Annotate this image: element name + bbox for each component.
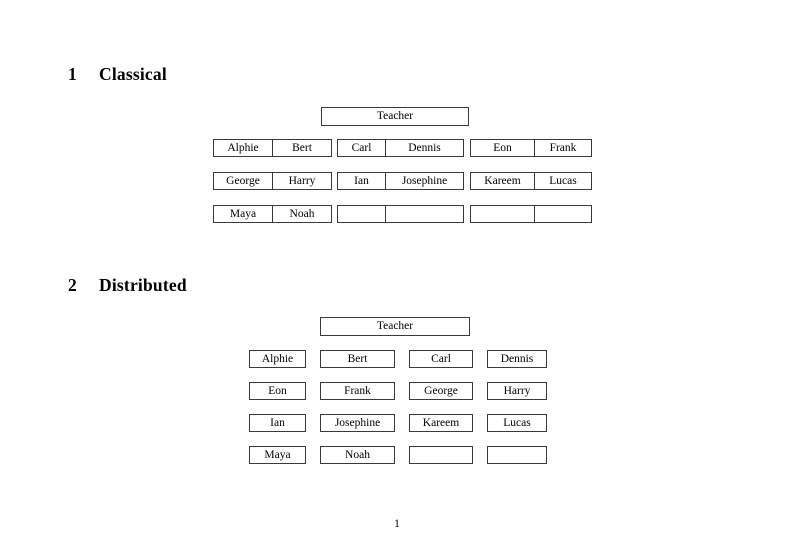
table-row: Teacher <box>321 107 469 126</box>
name-box: Carl <box>409 350 473 368</box>
page-number: 1 <box>394 518 400 530</box>
name-box: Harry <box>487 382 547 400</box>
classical-group-1-table: Alphie Bert George Harry Maya Noah <box>213 139 332 223</box>
name-cell: Kareem <box>470 172 535 190</box>
name-box: Lucas <box>487 414 547 432</box>
name-box: Alphie <box>249 350 306 368</box>
name-cell: Carl <box>337 139 386 157</box>
section-heading-distributed: 2 Distributed <box>68 275 187 296</box>
section-title: Classical <box>99 64 167 84</box>
name-cell: Eon <box>470 139 535 157</box>
name-box: Frank <box>320 382 395 400</box>
name-box: Noah <box>320 446 395 464</box>
name-box: Bert <box>320 350 395 368</box>
table-row: Ian Josephine <box>337 172 464 190</box>
section-title: Distributed <box>99 275 187 295</box>
name-box-empty <box>487 446 547 464</box>
row-spacer <box>214 190 332 206</box>
name-box: Kareem <box>409 414 473 432</box>
row-spacer <box>338 190 464 206</box>
name-cell-empty <box>385 205 464 223</box>
teacher-cell: Teacher <box>320 317 470 336</box>
row-spacer <box>214 157 332 173</box>
name-cell: Bert <box>272 139 332 157</box>
table-row <box>337 205 464 223</box>
table-row: Maya Noah <box>213 205 332 223</box>
name-cell-empty <box>534 205 592 223</box>
table-row: George Harry <box>213 172 332 190</box>
table-row: Alphie Bert <box>213 139 332 157</box>
name-cell: Maya <box>213 205 273 223</box>
table-row: Eon Frank <box>470 139 592 157</box>
name-cell: Ian <box>337 172 386 190</box>
name-cell: Alphie <box>213 139 273 157</box>
name-cell: George <box>213 172 273 190</box>
name-box: Eon <box>249 382 306 400</box>
name-cell: Frank <box>534 139 592 157</box>
name-box: Josephine <box>320 414 395 432</box>
name-box: Ian <box>249 414 306 432</box>
distributed-teacher-table: Teacher <box>320 317 470 336</box>
table-row: Kareem Lucas <box>470 172 592 190</box>
name-cell-empty <box>470 205 535 223</box>
classical-group-2-table: Carl Dennis Ian Josephine <box>337 139 464 223</box>
name-box: George <box>409 382 473 400</box>
table-row: Teacher <box>320 317 470 336</box>
row-spacer <box>338 157 464 173</box>
classical-group-3-table: Eon Frank Kareem Lucas <box>470 139 592 223</box>
name-cell: Josephine <box>385 172 464 190</box>
table-row <box>470 205 592 223</box>
name-box: Maya <box>249 446 306 464</box>
row-spacer <box>471 157 592 173</box>
teacher-cell: Teacher <box>321 107 469 126</box>
name-cell-empty <box>337 205 386 223</box>
name-cell: Noah <box>272 205 332 223</box>
name-cell: Lucas <box>534 172 592 190</box>
section-number: 2 <box>68 275 77 295</box>
name-box: Dennis <box>487 350 547 368</box>
section-number: 1 <box>68 64 77 84</box>
name-cell: Harry <box>272 172 332 190</box>
name-box-empty <box>409 446 473 464</box>
table-row: Carl Dennis <box>337 139 464 157</box>
row-spacer <box>471 190 592 206</box>
name-cell: Dennis <box>385 139 464 157</box>
section-heading-classical: 1 Classical <box>68 64 167 85</box>
classical-teacher-table: Teacher <box>321 107 469 126</box>
